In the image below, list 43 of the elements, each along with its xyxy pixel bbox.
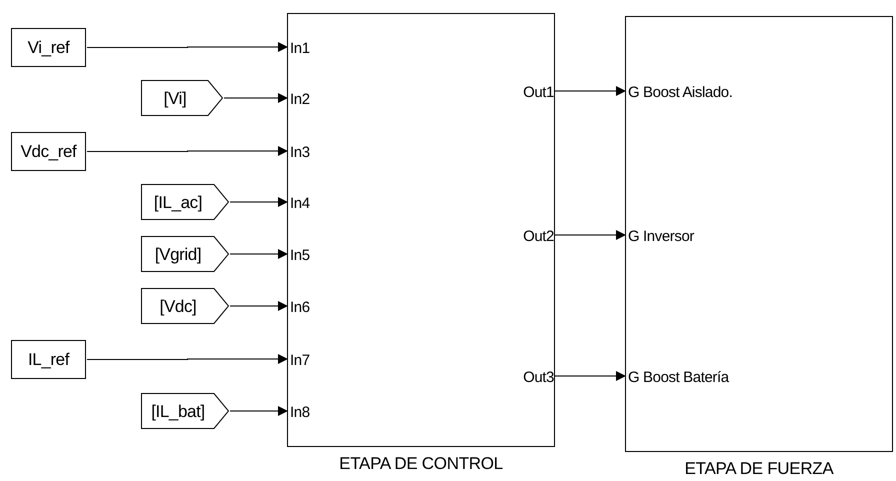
port-label: Out3 <box>523 370 554 384</box>
block-title: ETAPA DE CONTROL <box>339 454 503 474</box>
port-label: In8 <box>290 404 310 420</box>
signal-arrow <box>554 230 626 240</box>
port-label: In6 <box>290 300 310 314</box>
signal-arrow <box>230 406 288 416</box>
port-label: G Boost Aislado. <box>628 84 732 100</box>
signal-arrow <box>86 354 288 364</box>
signal-name: Vi_ref <box>28 39 70 56</box>
port-label: G Boost Batería <box>628 370 729 384</box>
signal-block <box>11 340 86 379</box>
goto-tag-block <box>141 393 229 429</box>
port-label: In5 <box>290 248 310 262</box>
port-label: In7 <box>290 352 310 368</box>
goto-tag-block <box>141 236 229 272</box>
signal-name: [IL_bat] <box>151 402 205 420</box>
signal-arrow <box>86 146 288 156</box>
signal-name: [Vgrid] <box>154 246 202 262</box>
goto-tag-block <box>141 80 223 116</box>
signal-arrow <box>86 42 288 52</box>
port-label: In2 <box>290 92 310 106</box>
port-label: Out1 <box>523 84 554 100</box>
port-label: In3 <box>290 144 310 160</box>
signal-arrow <box>230 197 288 207</box>
signal-arrow <box>224 93 288 103</box>
signal-name: [IL_ac] <box>154 194 202 210</box>
signal-name: [Vi] <box>164 90 186 106</box>
goto-tag-block <box>141 184 229 220</box>
port-label: In1 <box>290 40 310 56</box>
port-label: In4 <box>290 196 310 210</box>
signal-name: Vdc_ref <box>20 143 76 160</box>
signal-arrow <box>554 86 626 96</box>
signal-block <box>11 132 86 171</box>
port-label: G Inversor <box>628 228 694 244</box>
signal-arrow <box>230 301 288 311</box>
signal-arrow <box>230 249 288 259</box>
signal-block <box>11 28 86 67</box>
port-label: Out2 <box>523 228 554 244</box>
signal-arrow <box>554 371 626 381</box>
signal-name: IL_ref <box>28 351 70 368</box>
signal-name: [Vdc] <box>160 298 196 314</box>
block-title: ETAPA DE FUERZA <box>684 459 834 479</box>
goto-tag-block <box>141 288 229 324</box>
